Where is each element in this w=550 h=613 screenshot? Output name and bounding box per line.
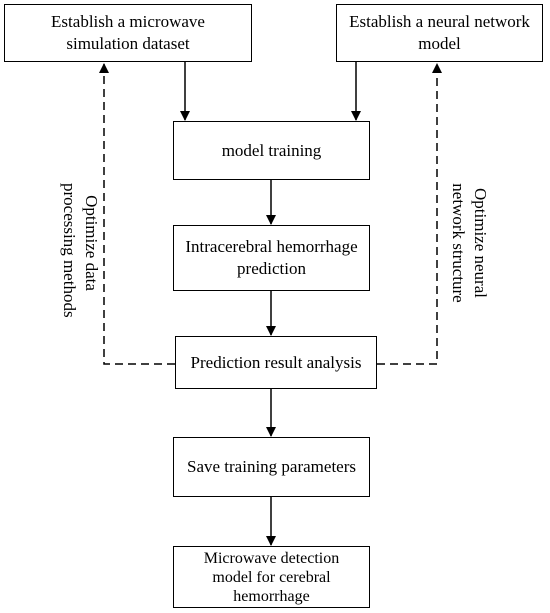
node-neural-model-label: Establish a neural network model [349, 12, 530, 53]
node-training: model training [173, 121, 370, 180]
feedback-left-line-1: Optimize data [82, 195, 101, 291]
feedback-right-line-2: network structure [449, 183, 468, 303]
feedback-left-loop [99, 63, 175, 365]
node-dataset: Establish a microwave simulation dataset [4, 4, 252, 62]
node-analysis-label: Prediction result analysis [190, 352, 362, 372]
node-prediction: Intracerebral hemorrhage prediction [173, 225, 370, 291]
node-neural-model: Establish a neural network model [336, 4, 543, 62]
node-final: Microwave detection model for cerebral h… [173, 546, 370, 608]
node-prediction-label: Intracerebral hemorrhage prediction [185, 237, 358, 278]
feedback-left-label: Optimize data processing methods [58, 183, 102, 318]
node-training-label: model training [221, 140, 322, 160]
node-save: Save training parameters [173, 437, 370, 497]
feedback-right-label: Optimize neural network structure [447, 183, 491, 303]
node-analysis: Prediction result analysis [175, 336, 377, 389]
feedback-right-line-1: Optimize neural [471, 188, 490, 298]
node-save-label: Save training parameters [187, 457, 356, 476]
node-dataset-label: Establish a microwave simulation dataset [51, 12, 205, 53]
feedback-left-line-2: processing methods [60, 183, 79, 318]
node-final-label: Microwave detection model for cerebral h… [203, 549, 340, 605]
feedback-right-loop [377, 63, 442, 365]
